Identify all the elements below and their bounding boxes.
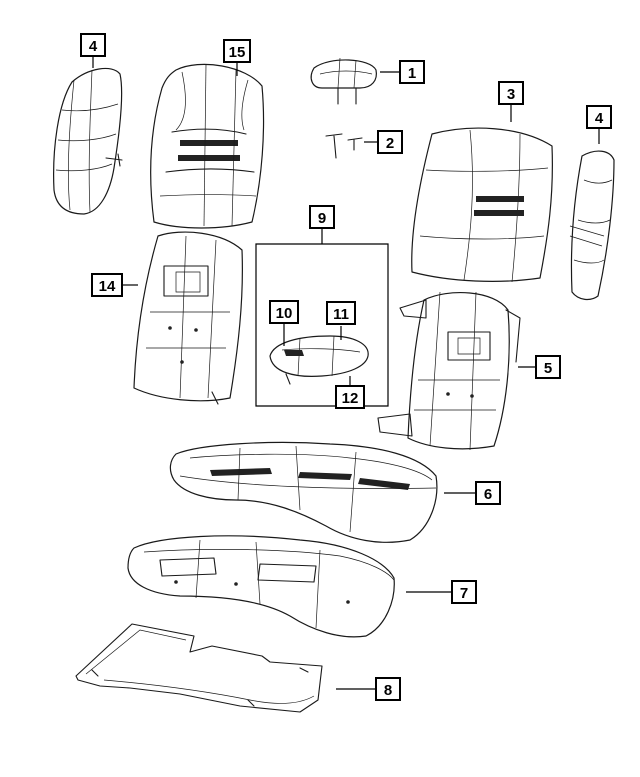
svg-text:11: 11	[333, 306, 349, 323]
part-armrest	[269, 335, 369, 385]
part-seatback-frame-right	[377, 291, 521, 451]
svg-text:9: 9	[318, 210, 326, 227]
callout-8: 8	[375, 677, 401, 701]
svg-text:14: 14	[99, 278, 116, 295]
callout-4-left: 4	[80, 33, 106, 57]
part-seatback-right	[411, 127, 553, 283]
svg-text:2: 2	[386, 135, 394, 152]
svg-text:1: 1	[408, 65, 416, 82]
svg-text:8: 8	[384, 682, 392, 699]
callout-6: 6	[475, 481, 501, 505]
callout-7: 7	[451, 580, 477, 604]
svg-text:5: 5	[544, 360, 552, 377]
callout-3: 3	[498, 81, 524, 105]
callout-12: 12	[335, 385, 365, 409]
part-armrest-group-frame	[255, 243, 389, 407]
part-seatback-frame-left	[133, 231, 243, 405]
part-side-bolster-right	[569, 150, 615, 301]
svg-text:7: 7	[460, 585, 468, 602]
part-seatback-cover	[150, 63, 265, 229]
callout-5: 5	[535, 355, 561, 379]
svg-text:3: 3	[507, 86, 515, 103]
svg-text:6: 6	[484, 486, 492, 503]
part-headrest-guides	[325, 133, 363, 159]
callout-2: 2	[377, 130, 403, 154]
svg-text:10: 10	[276, 305, 293, 322]
svg-text:12: 12	[342, 390, 359, 407]
callout-14: 14	[91, 273, 123, 297]
part-side-bolster-left	[53, 67, 123, 215]
part-seat-wire-frame	[75, 623, 323, 713]
part-headrest	[310, 57, 377, 105]
callout-15: 15	[223, 39, 251, 63]
callout-11: 11	[326, 301, 356, 325]
part-seat-cushion-frame	[127, 535, 395, 638]
callout-4-right: 4	[586, 105, 612, 129]
svg-text:15: 15	[229, 44, 246, 61]
part-seat-cushion-cover	[169, 441, 438, 543]
callout-9: 9	[309, 205, 335, 229]
leader-lines	[92, 56, 600, 690]
callout-1: 1	[399, 60, 425, 84]
callout-10: 10	[269, 300, 299, 324]
svg-text:4: 4	[89, 38, 98, 55]
svg-text:4: 4	[595, 110, 604, 127]
